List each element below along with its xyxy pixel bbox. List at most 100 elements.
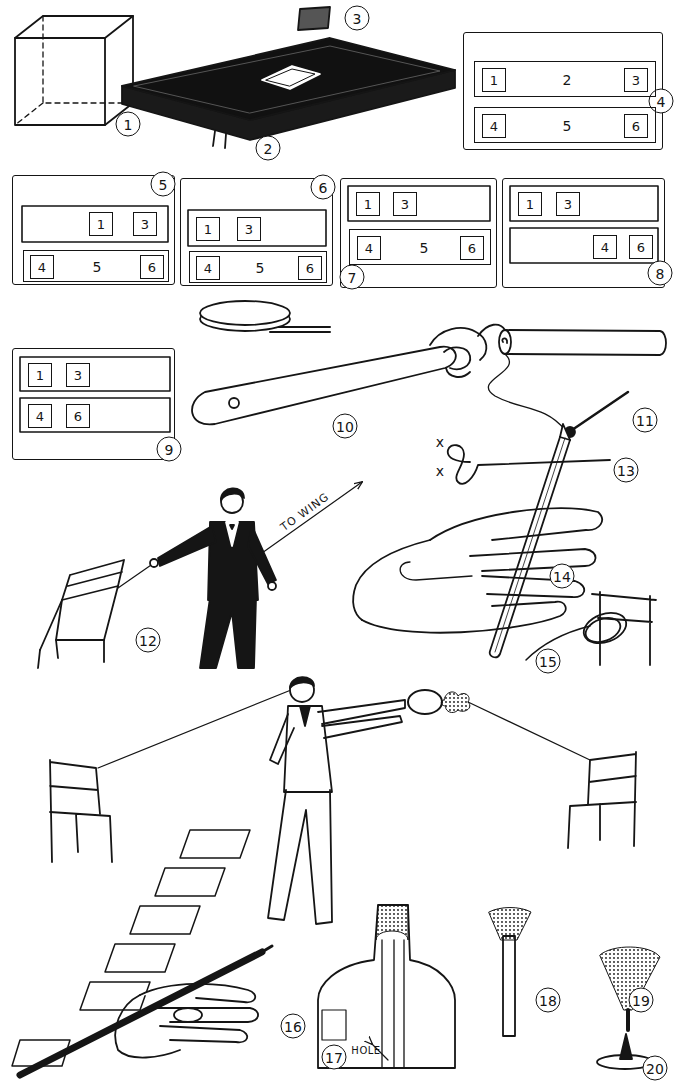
man-figure xyxy=(150,488,276,668)
number-box: 4 xyxy=(196,256,220,280)
hand xyxy=(115,995,180,1058)
panel-frame: 91346 xyxy=(12,348,175,460)
box-number: 1 xyxy=(526,197,534,212)
panel-strip xyxy=(20,357,170,391)
callout-number: 8 xyxy=(648,261,673,286)
mark-text: x xyxy=(436,434,444,450)
man-with-hoop xyxy=(322,716,402,738)
panel-strip xyxy=(20,186,658,432)
puff xyxy=(626,1010,630,1030)
thread xyxy=(98,688,590,768)
chair xyxy=(38,640,104,668)
callout-number: 3 xyxy=(345,6,370,31)
box-number: 3 xyxy=(401,197,409,212)
box-number: 1 xyxy=(97,217,105,232)
chair xyxy=(50,760,100,862)
number-box: 6 xyxy=(298,256,322,280)
match xyxy=(565,392,628,437)
hand xyxy=(160,1026,247,1042)
chair xyxy=(50,760,112,862)
callout-number: 18 xyxy=(536,988,561,1013)
black-tray xyxy=(266,69,315,86)
strip-number: 5 xyxy=(256,260,265,276)
box-number: 1 xyxy=(204,222,212,237)
blade-and-hand xyxy=(192,347,456,425)
man-with-hoop xyxy=(290,678,314,702)
number-box: 4 xyxy=(357,236,381,260)
callout-number: 5 xyxy=(151,172,176,197)
chair xyxy=(38,560,124,668)
card xyxy=(12,830,250,1066)
panel-frame: 4213546 xyxy=(463,32,663,150)
stand xyxy=(620,1034,632,1059)
callout-number: 1 xyxy=(116,112,141,137)
man-with-hoop xyxy=(268,790,332,924)
cover-square xyxy=(298,7,330,30)
disk xyxy=(200,301,290,331)
pencil xyxy=(495,438,565,652)
panel-strip xyxy=(348,186,490,221)
box-number: 3 xyxy=(564,197,572,212)
bottle xyxy=(318,905,455,1068)
number-box: 6 xyxy=(66,404,90,428)
bottle xyxy=(382,940,404,1068)
callout-number: 13 xyxy=(614,458,639,483)
card xyxy=(155,868,225,896)
number-box: 3 xyxy=(393,192,417,216)
callout-number: 14 xyxy=(550,564,575,589)
number-box: 1 xyxy=(28,363,52,387)
box-number: 4 xyxy=(365,241,373,256)
panel-strip xyxy=(188,210,326,246)
wire-hook xyxy=(448,445,610,484)
open-box xyxy=(15,16,133,125)
box-number: 6 xyxy=(74,409,82,424)
box-number: 1 xyxy=(36,368,44,383)
chair xyxy=(568,802,636,848)
box-number: 3 xyxy=(74,368,82,383)
number-box: 1 xyxy=(196,217,220,241)
box-number: 4 xyxy=(601,240,609,255)
open-box xyxy=(15,16,133,38)
chair xyxy=(56,600,104,640)
panel-strip: 213 xyxy=(474,61,656,97)
blade-and-hand xyxy=(229,398,239,408)
thread xyxy=(488,354,565,430)
puff xyxy=(441,692,470,713)
panel-strip xyxy=(510,228,658,263)
man-figure xyxy=(268,582,276,590)
man-with-hoop xyxy=(408,690,442,714)
panel-frame: 81346 xyxy=(502,178,665,288)
hand xyxy=(174,1008,202,1022)
cover-square xyxy=(298,7,330,30)
number-box: 6 xyxy=(629,235,653,259)
man-figure xyxy=(248,526,276,584)
callout-number: 11 xyxy=(633,408,658,433)
puff xyxy=(441,692,470,713)
number-box: 3 xyxy=(556,192,580,216)
box-number: 3 xyxy=(141,217,149,232)
number-box: 1 xyxy=(518,192,542,216)
number-box: 4 xyxy=(28,404,52,428)
hand xyxy=(353,508,602,632)
callout-number: 10 xyxy=(333,414,358,439)
callout-number: 12 xyxy=(136,628,161,653)
panel-frame: 713546 xyxy=(340,178,497,288)
callout-number: 6 xyxy=(311,175,336,200)
open-box xyxy=(15,16,133,125)
callout-number: 20 xyxy=(643,1056,668,1081)
panel-strip: 546 xyxy=(474,107,656,143)
hand xyxy=(150,1008,258,1022)
card xyxy=(130,906,200,934)
panel-strip: 546 xyxy=(349,229,491,265)
man-figure xyxy=(230,525,234,529)
callout-number: 7 xyxy=(340,265,365,290)
blade-and-hand xyxy=(444,347,470,369)
wire-hook xyxy=(448,445,610,484)
box-number: 6 xyxy=(468,241,476,256)
stick xyxy=(489,908,531,941)
number-box: 4 xyxy=(482,114,506,138)
number-box: 1 xyxy=(356,192,380,216)
blade-and-hand xyxy=(446,368,470,377)
number-box: 3 xyxy=(133,212,157,236)
strip-number: 5 xyxy=(563,118,572,134)
